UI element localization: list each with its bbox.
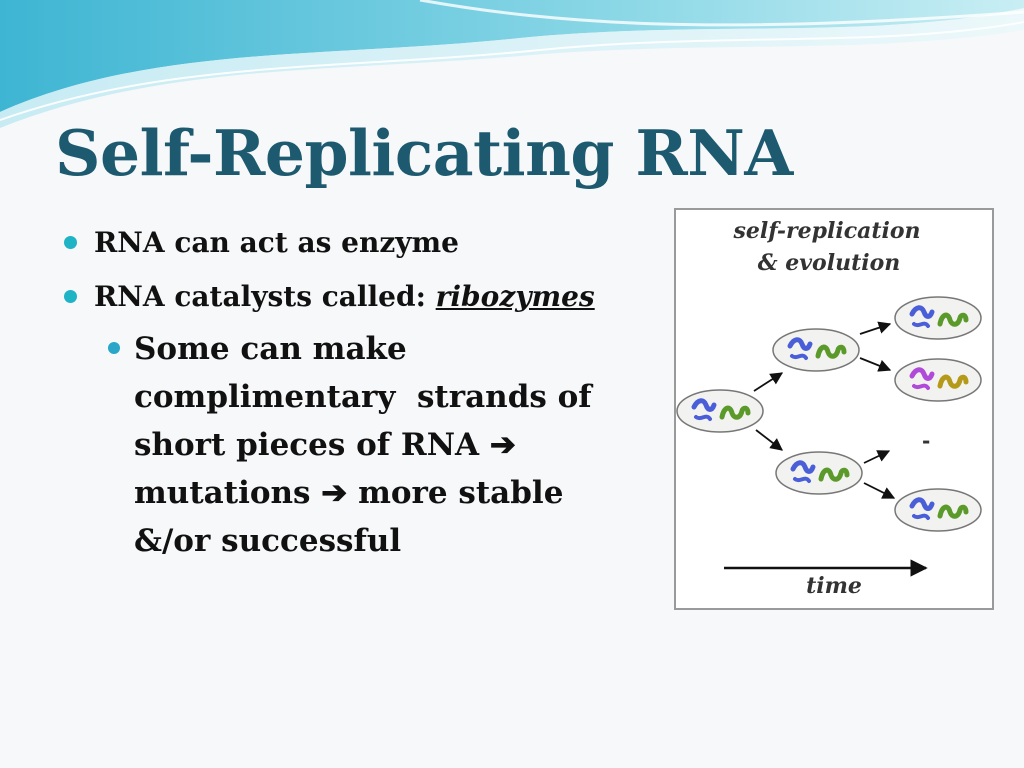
bullet-ribozymes: RNA catalysts called: ribozymes [60,279,660,315]
arrow-bottom-c [863,482,896,499]
bullet-dot-icon [64,290,77,303]
rna-molecule-gen2-a [895,297,981,339]
rna-molecule-gen1-top [773,329,859,371]
bullet-text: RNA can act as enzyme [94,226,459,259]
sub-bullet-line: mutations ➔ more stable [134,475,564,511]
arrow-top-a [859,321,892,335]
rna-molecule-gen2-b-mutant [895,359,981,401]
sub-bullet-complimentary-strands: Some can make complimentary strands of s… [108,325,654,565]
rna-molecule-gen1-bottom [776,452,862,494]
arrow-parent-top [753,372,784,392]
ribozymes-term: ribozymes [435,280,595,313]
bullet-text: RNA catalysts called [94,280,416,313]
sub-bullet-dot-icon [108,342,120,354]
sub-bullet-line: Some can make [134,331,407,367]
figure-heading-line2: & evolution [758,250,901,276]
bullet-dot-icon [64,236,77,249]
time-axis-label: time [806,573,862,599]
sub-bullet-line: &/or successful [134,523,402,559]
arrow-parent-bottom [755,429,783,451]
header-wave-decoration [0,0,1024,128]
self-replication-figure: self-replication & evolution - time [674,208,994,610]
sub-bullet-line: short pieces of RNA ➔ [134,427,516,463]
bullet-rna-enzyme: RNA can act as enzyme [60,225,660,261]
sub-bullet-line: complimentary strands of [134,379,592,415]
figure-dash: - [922,429,930,453]
arrow-bottom-up [863,450,891,464]
bullet-list: RNA can act as enzyme RNA catalysts call… [60,225,660,565]
figure-heading-line1: self-replication [732,218,920,244]
bullet-colon: : [415,280,436,313]
arrow-top-b [859,357,892,372]
rna-molecule-parent [677,390,763,432]
rna-molecule-gen2-c [895,489,981,531]
slide-title: Self-Replicating RNA [55,116,793,190]
